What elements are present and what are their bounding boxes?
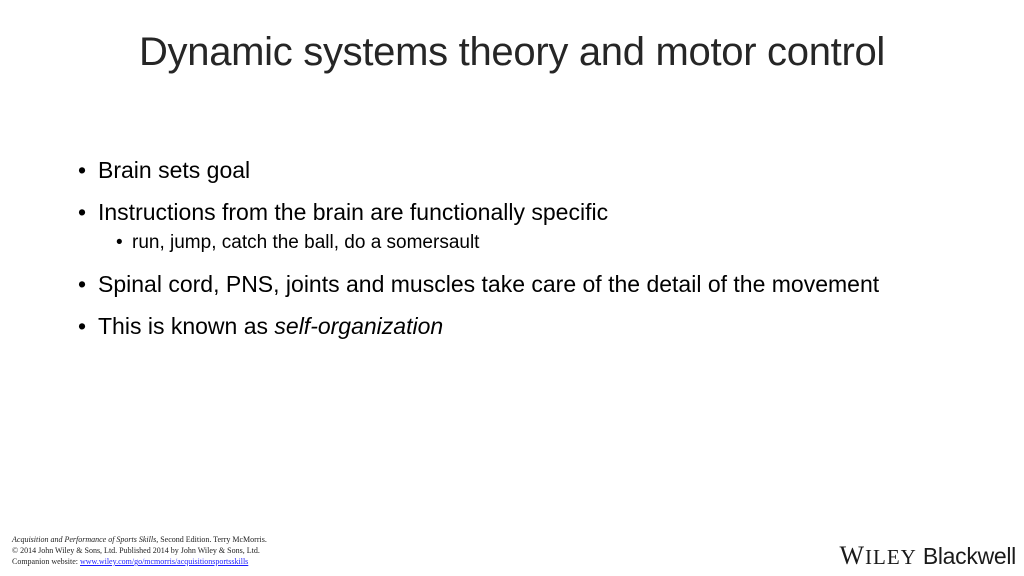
credit-line-companion: Companion website: www.wiley.com/go/mcmo… <box>12 556 267 567</box>
book-title: Acquisition and Performance of Sports Sk… <box>12 535 157 544</box>
bullet-list: Brain sets goal Instructions from the br… <box>78 154 938 352</box>
logo-wiley: WILEY <box>839 541 916 572</box>
wiley-blackwell-logo: WILEY Blackwell <box>839 541 1016 571</box>
bullet-item: Brain sets goal <box>78 154 938 186</box>
companion-label: Companion website: <box>12 557 80 566</box>
credit-line-book: Acquisition and Performance of Sports Sk… <box>12 534 267 545</box>
book-edition-author: , Second Edition. Terry McMorris. <box>156 535 267 544</box>
bullet-item: This is known as self-organization <box>78 310 938 342</box>
logo-wiley-initial: W <box>839 540 865 570</box>
emphasized-term: self-organization <box>274 313 444 339</box>
companion-website-link[interactable]: www.wiley.com/go/mcmorris/acquisitionspo… <box>80 557 249 566</box>
sub-bullet-item: run, jump, catch the ball, do a somersau… <box>116 230 938 256</box>
slide-title: Dynamic systems theory and motor control <box>138 30 886 74</box>
footer-credit: Acquisition and Performance of Sports Sk… <box>12 534 267 567</box>
bullet-text: This is known as <box>98 313 275 339</box>
bullet-item: Instructions from the brain are function… <box>78 196 938 228</box>
logo-wiley-rest: ILEY <box>865 544 917 569</box>
credit-line-copyright: © 2014 John Wiley & Sons, Ltd. Published… <box>12 546 260 555</box>
logo-blackwell: Blackwell <box>922 543 1016 569</box>
bullet-item: Spinal cord, PNS, joints and muscles tak… <box>78 268 938 300</box>
